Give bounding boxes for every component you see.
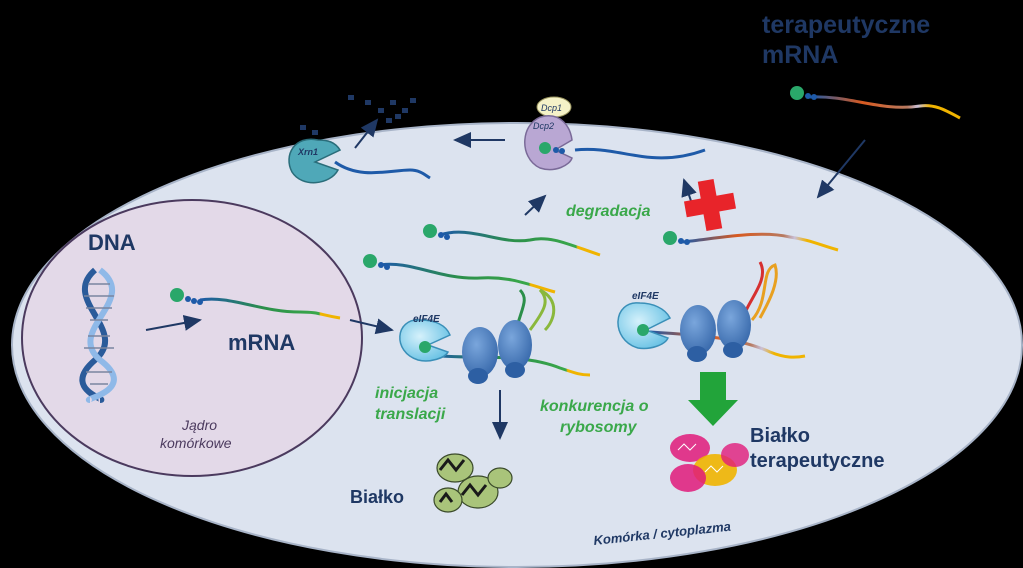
nucleus-label-line2: komórkowe: [160, 435, 232, 451]
process-arrows: [145, 118, 866, 440]
protein-structure-icon: [433, 453, 513, 513]
dcp1-label: Dcp1: [541, 103, 562, 113]
dcp-mrna: [574, 147, 706, 160]
dna-label: DNA: [88, 230, 136, 255]
green-down-arrow: [688, 372, 738, 426]
decapping-complex-icon: [524, 96, 573, 171]
decapped-mrna: [334, 160, 431, 180]
konkurencja-label-line2: rybosomy: [560, 419, 638, 436]
ribosome-icon: [462, 327, 498, 377]
eif4e-right-label: eIF4E: [632, 291, 659, 302]
dna-helix-icon: [79, 267, 117, 403]
therapeutic-mrna-mid: [663, 231, 839, 252]
inicjacja-label-line2: translacji: [375, 406, 446, 423]
ribosome-icon: [498, 320, 532, 370]
nuclear-mrna: [170, 288, 341, 320]
degradacja-label: degradacja: [566, 203, 651, 220]
therapeutic-protein-icon: [670, 434, 749, 492]
ribosome-icon: [717, 300, 751, 350]
xrn1-icon: [288, 138, 342, 184]
degraded-nucleotides: [300, 95, 416, 135]
ribosome-icon: [680, 305, 716, 355]
inicjacja-label-line1: inicjacja: [375, 385, 438, 402]
bialko-ter-label-line2: terapeutyczne: [750, 450, 885, 472]
mrna-label: mRNA: [228, 330, 295, 355]
translation-complex-left: [399, 288, 591, 384]
bialko-label: Białko: [350, 487, 404, 507]
title-line2: mRNA: [762, 41, 838, 69]
xrn1-label: Xrn1: [297, 147, 318, 157]
nucleus: [21, 199, 363, 477]
cytoplasm-mrna-1: [423, 224, 601, 257]
therapeutic-mrna-top: [790, 86, 961, 120]
cytoplasm-mrna-2: [363, 254, 556, 294]
dcp2-label: Dcp2: [533, 121, 554, 131]
red-cross-icon: [683, 178, 737, 232]
title-line1: terapeutyczne: [762, 11, 930, 39]
konkurencja-label-line1: konkurencja o: [540, 398, 649, 415]
translation-complex-right: [617, 261, 806, 362]
eif4e-left-label: eIF4E: [413, 314, 440, 325]
nucleus-label-line1: Jądro: [181, 417, 217, 433]
eif4e-icon: [399, 319, 451, 362]
bialko-ter-label-line1: Białko: [750, 425, 810, 447]
